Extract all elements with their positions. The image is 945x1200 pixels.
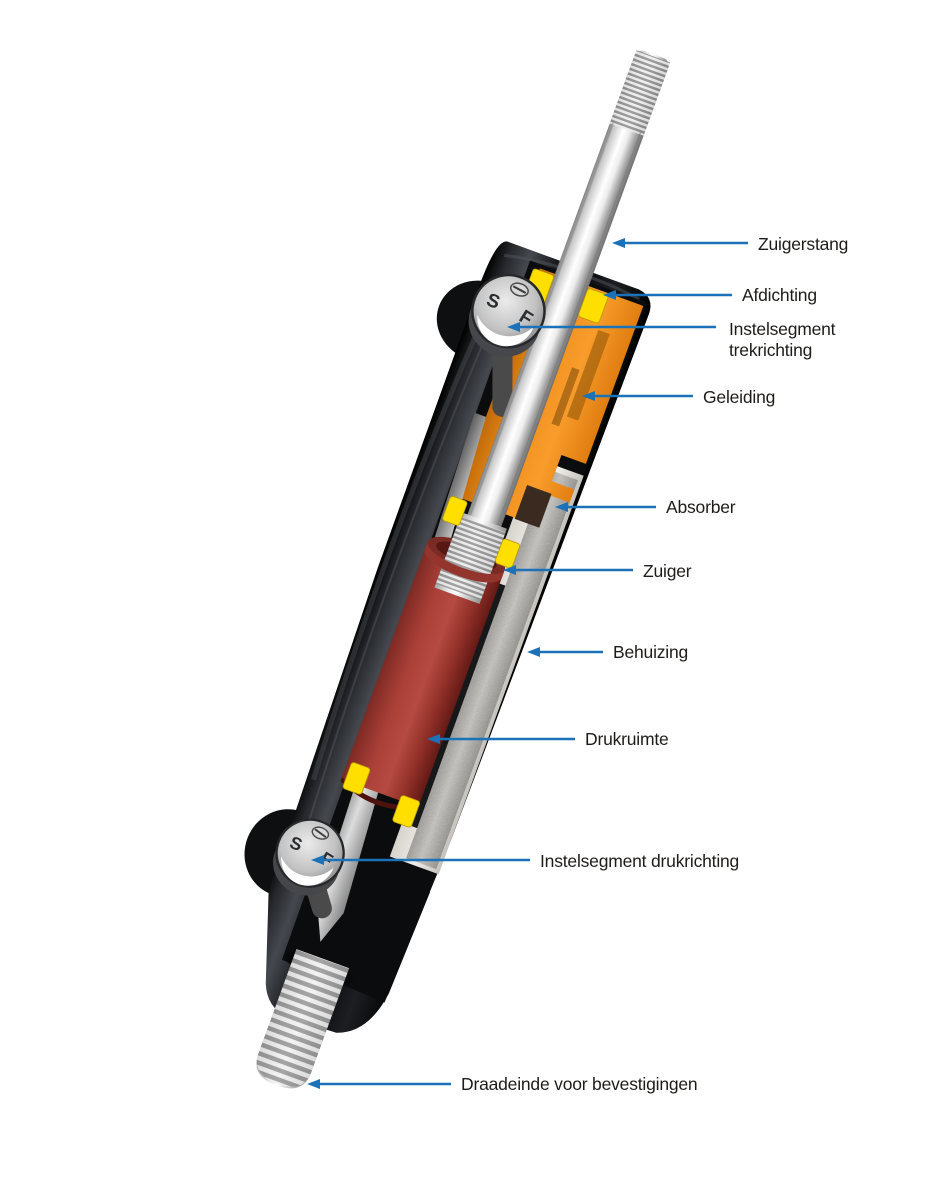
label-drukruimte: Drukruimte: [427, 729, 669, 749]
rod-shade-right: [483, 132, 642, 564]
mounting-stud-thread: [256, 949, 350, 1087]
label-zuiger: Zuiger: [503, 561, 692, 581]
seal-low-left: [342, 762, 371, 795]
knob-crescent: [477, 314, 534, 347]
seals: [342, 268, 609, 828]
label-zuigerstang: Zuigerstang: [612, 234, 848, 254]
guide-slot: [566, 330, 610, 421]
piston-rod: [453, 50, 669, 567]
arrowhead-icon: [603, 290, 616, 300]
seal-mid-left: [442, 496, 468, 526]
shock-absorber-illustration: S F S F: [244, 50, 671, 1089]
label-text: Drukruimte: [585, 729, 669, 749]
label-text: Behuizing: [613, 642, 688, 662]
arrowhead-icon: [427, 734, 440, 744]
arrowhead-icon: [307, 1079, 320, 1089]
pressure-chamber: [341, 540, 506, 808]
label-instelsegment-drukrichting: Instelsegment drukrichting: [311, 851, 739, 871]
label-geleiding: Geleiding: [582, 387, 775, 407]
arrowhead-icon: [503, 565, 516, 575]
arrowhead-icon: [311, 855, 324, 865]
housing-gloss-2: [308, 286, 509, 822]
housing-gloss: [311, 291, 498, 781]
label-afdichting: Afdichting: [603, 285, 817, 305]
chamber-front-rim: [424, 541, 505, 583]
guide-slot-2: [551, 367, 580, 427]
label-text: Absorber: [666, 497, 736, 517]
label-text: Afdichting: [742, 285, 817, 305]
label-text: Zuiger: [643, 561, 692, 581]
knob-crescent: [281, 856, 334, 886]
label-text: Zuigerstang: [758, 234, 848, 254]
label-text: Instelsegment drukrichting: [540, 851, 739, 871]
adjustment-knob-upper[interactable]: S F: [459, 265, 555, 367]
seal-top-right: [578, 288, 609, 324]
piston-rod-thread: [609, 50, 671, 136]
arrowhead-icon: [612, 238, 625, 248]
label-text: Draadeinde voor bevestigingen: [461, 1074, 697, 1094]
arrowhead-icon: [555, 502, 568, 512]
knob-screw-slot: [314, 828, 327, 838]
knob-screw-slot: [512, 285, 527, 294]
label-draadeinde: Draadeinde voor bevestigingen: [307, 1074, 698, 1094]
arrowhead-icon: [582, 391, 595, 401]
label-absorber: Absorber: [555, 497, 736, 517]
arrowhead-icon: [527, 647, 540, 657]
piston-bracket: [514, 485, 552, 528]
seal-low-right: [392, 795, 420, 828]
seal-mid-right: [495, 538, 520, 569]
adjustment-knob-lower[interactable]: S F: [264, 810, 353, 905]
arrowhead-icon: [507, 322, 520, 332]
label-text: Geleiding: [703, 387, 775, 407]
label-behuizing: Behuizing: [527, 642, 688, 662]
